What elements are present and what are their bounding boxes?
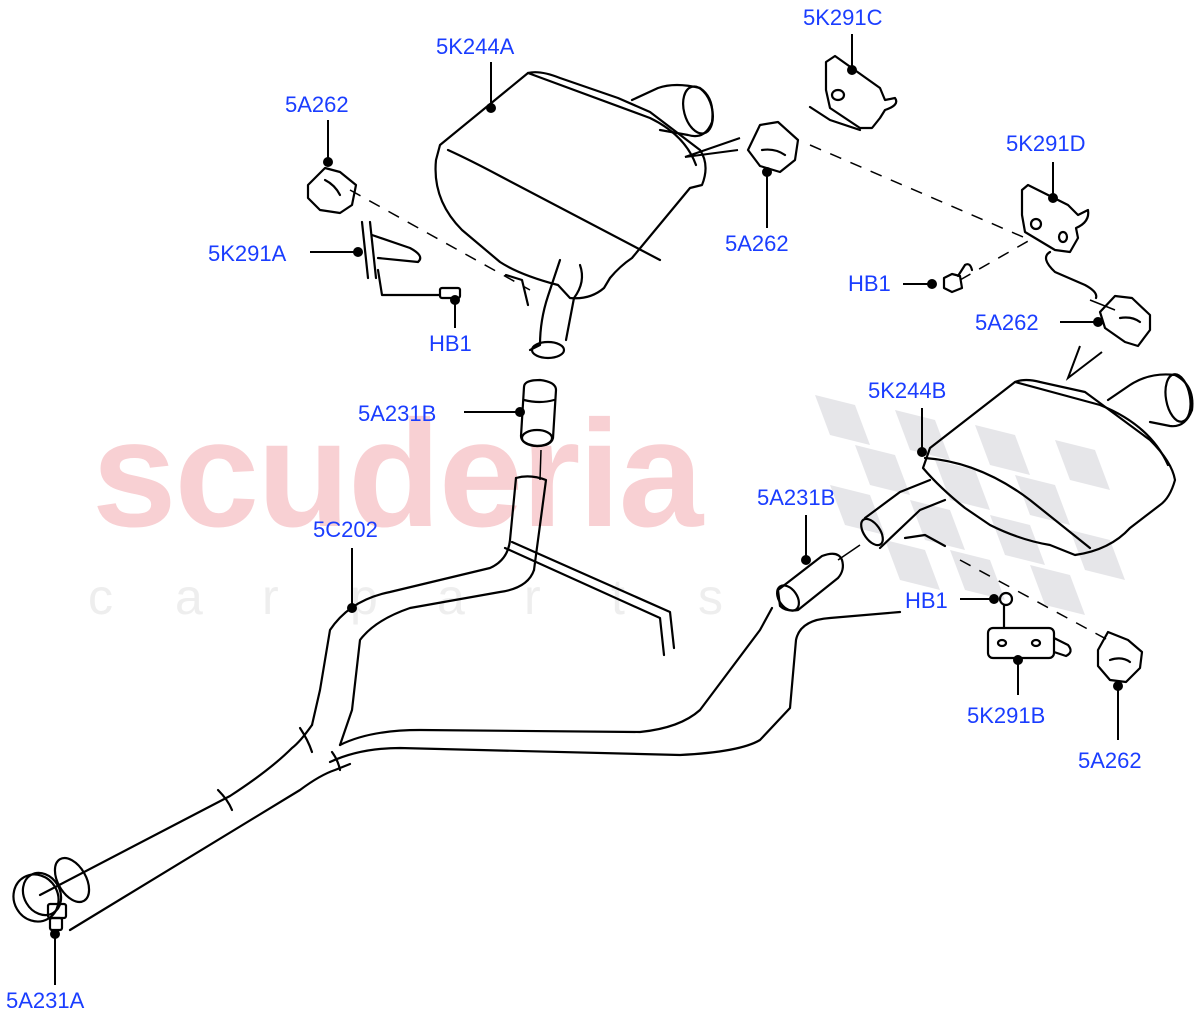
bracket-5K291B: [986, 626, 1072, 660]
bolt-HB1-bottom: [998, 591, 1014, 630]
part-label-5A262-right[interactable]: 5A262: [975, 310, 1039, 335]
bolt-HB1-right: [942, 263, 974, 294]
part-label-5A231B-left[interactable]: 5A231B: [358, 401, 437, 426]
bolt-HB1-left: [438, 286, 462, 300]
bracket-5K291D: [1020, 183, 1098, 300]
sleeve-5A231B-left: [519, 378, 558, 448]
part-label-HB1-right[interactable]: HB1: [848, 271, 891, 296]
bracket-5K291A: [360, 220, 442, 297]
hanger-5A262-right: [1098, 294, 1152, 348]
part-label-5K244A[interactable]: 5K244A: [436, 34, 515, 59]
part-label-5A231B-right[interactable]: 5A231B: [757, 485, 836, 510]
watermark-scuderia: scuderia: [92, 389, 703, 559]
sleeve-5A231B-right: [775, 552, 844, 612]
intermediate-pipe-5C202: [38, 475, 902, 932]
alignment-lines: [349, 144, 1116, 641]
silencer-5K244A: [434, 71, 714, 360]
part-label-5K291B[interactable]: 5K291B: [967, 703, 1046, 728]
part-label-5K291C[interactable]: 5K291C: [803, 5, 883, 30]
silencer-5K244B: [860, 373, 1194, 557]
part-label-5A262-bottom[interactable]: 5A262: [1078, 748, 1142, 773]
hanger-5A262-bottom: [1096, 630, 1144, 684]
watermark-letter: a: [175, 569, 203, 625]
hanger-5A262-top: [746, 120, 800, 174]
part-label-5C202[interactable]: 5C202: [313, 517, 378, 542]
bracket-5K291C: [808, 54, 898, 132]
hanger-5A262-left: [306, 166, 358, 215]
part-label-5K291A[interactable]: 5K291A: [208, 241, 287, 266]
clamp-5A231A: [12, 871, 68, 932]
leader-lines: [50, 34, 1123, 985]
watermark-letter: c: [88, 569, 113, 625]
part-label-5K244B[interactable]: 5K244B: [868, 378, 947, 403]
arrow-indicators: [684, 137, 1103, 381]
part-label-5A262-top-center[interactable]: 5A262: [725, 231, 789, 256]
part-label-HB1-left[interactable]: HB1: [429, 331, 472, 356]
watermark-letter: t: [611, 569, 625, 625]
part-label-HB1-bottom[interactable]: HB1: [905, 588, 948, 613]
watermark-letter: r: [262, 569, 279, 625]
watermark-letter: r: [524, 569, 541, 625]
checkered-flag-watermark: [815, 395, 1125, 615]
part-label-5A262-top-left[interactable]: 5A262: [285, 92, 349, 117]
part-label-5K291D[interactable]: 5K291D: [1006, 131, 1086, 156]
watermark-letter: s: [698, 569, 723, 625]
part-label-5A231A[interactable]: 5A231A: [6, 988, 85, 1013]
